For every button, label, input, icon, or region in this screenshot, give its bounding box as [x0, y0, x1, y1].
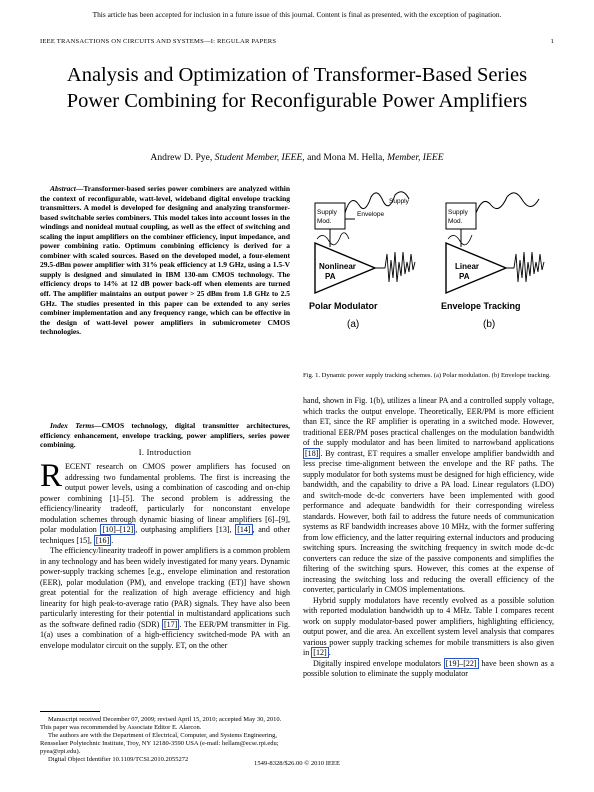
- running-head: IEEE TRANSACTIONS ON CIRCUITS AND SYSTEM…: [40, 38, 554, 45]
- acceptance-banner: This article has been accepted for inclu…: [92, 10, 502, 19]
- intro-paragraph-1: ECENT research on CMOS power amplifiers …: [40, 462, 290, 534]
- index-terms: Index Terms—CMOS technology, digital tra…: [40, 421, 290, 450]
- rf-output-waveform: [384, 251, 416, 283]
- author-1-role: Student Member, IEEE,: [214, 152, 305, 163]
- copyright-line: 1549-8328/$26.00 © 2010 IEEE: [254, 760, 340, 767]
- rf-output-waveform-right: [513, 251, 545, 283]
- abstract-label: Abstract: [50, 184, 76, 193]
- index-terms-text: —CMOS technology, digital transmitter ar…: [40, 421, 290, 450]
- linear-pa-label: Linear: [455, 262, 479, 271]
- page-number: 1: [550, 38, 554, 45]
- citation-link[interactable]: [17]: [161, 618, 180, 630]
- citation-link[interactable]: [14]: [235, 524, 253, 535]
- author-2: Mona M. Hella,: [323, 152, 385, 163]
- journal-name: IEEE TRANSACTIONS ON CIRCUITS AND SYSTEM…: [40, 38, 277, 45]
- supply-mod-label: Supply: [317, 209, 338, 216]
- right-paragraph-1b: . By contrast, ET requires a smaller env…: [303, 448, 554, 595]
- polar-modulator-panel: Supply Mod. Supply Envelope Nonlinear PA…: [309, 191, 416, 330]
- section-heading: I. Introduction: [138, 448, 192, 457]
- rf-input-waveform-right: [447, 234, 473, 246]
- right-column-text: hand, shown in Fig. 1(b), utilizes a lin…: [303, 396, 554, 680]
- right-paragraph-2b: .: [328, 648, 331, 657]
- abstract: Abstract—Transformer-based series power …: [40, 184, 290, 337]
- citation-link[interactable]: [18]: [303, 447, 321, 459]
- intro-paragraph-1c: , and other techniques [15],: [40, 525, 291, 545]
- footnote-rule: [40, 711, 100, 712]
- footnote-affiliation: The authors are with the Department of E…: [40, 732, 279, 756]
- citation-link[interactable]: [12]: [311, 647, 329, 658]
- author-and: and: [307, 152, 321, 163]
- index-terms-label: Index Terms: [50, 421, 95, 430]
- right-paragraph-3: Digitally inspired envelope modulators: [313, 658, 444, 668]
- figure-1-diagram: Supply Mod. Supply Envelope Nonlinear PA…: [309, 191, 545, 330]
- citation-link[interactable]: [16]: [93, 534, 112, 546]
- envelope-tracking-panel: Supply Mod. Linear PA Envelope Tracking …: [441, 192, 545, 330]
- footnote-received: Manuscript received December 07, 2009; r…: [40, 716, 282, 732]
- author-1: Andrew D. Pye,: [150, 152, 213, 163]
- linear-pa-triangle: [445, 241, 508, 295]
- envelope-text: Envelope: [357, 211, 384, 218]
- supply-mod-box: [314, 202, 346, 230]
- right-paragraph-2: Hybrid supply modulators have recently e…: [303, 595, 554, 658]
- panel-tag-a: (a): [347, 319, 359, 330]
- author-2-role: Member, IEEE: [387, 152, 444, 163]
- polar-modulator-label: Polar Modulator: [309, 301, 378, 311]
- intro-paragraph-2: The efficiency/linearity tradeoff in pow…: [40, 546, 290, 629]
- footnote-doi: Digital Object Identifier 10.1109/TCSI.2…: [48, 756, 189, 764]
- supply-text: Supply: [389, 198, 410, 205]
- supply-waveform-right: [475, 192, 540, 214]
- figure-caption: Fig. 1. Dynamic power supply tracking sc…: [303, 372, 551, 379]
- intro-paragraph-2b: . The EER/PM transmitter in Fig. 1(a) us…: [40, 619, 290, 650]
- citation-link[interactable]: [10]–[12]: [100, 524, 136, 535]
- right-paragraph-3b: have been shown as a possible solution t…: [303, 658, 554, 679]
- nonlinear-pa-label-2: PA: [325, 272, 336, 281]
- paper-title: Analysis and Optimization of Transformer…: [66, 64, 528, 112]
- supply-mod-label-2: Mod.: [317, 218, 332, 225]
- footnote: Manuscript received December 07, 2009; r…: [40, 716, 290, 765]
- intro-paragraph-1d: .: [111, 535, 114, 545]
- intro-paragraph-1b: , outphasing amplifiers [13],: [135, 525, 236, 534]
- nonlinear-pa-label: Nonlinear: [319, 262, 356, 271]
- nonlinear-pa-triangle: [314, 241, 377, 295]
- panel-tag-b: (b): [483, 319, 495, 330]
- supply-waveform: [344, 191, 410, 214]
- supply-mod-box-right: [445, 202, 477, 230]
- supply-mod-label-right: Supply: [448, 209, 469, 216]
- rf-input-waveform: [316, 232, 350, 246]
- drop-cap: R: [40, 458, 63, 494]
- right-paragraph-1: hand, shown in Fig. 1(b), utilizes a lin…: [303, 396, 554, 447]
- citation-link[interactable]: [19]–[22]: [443, 657, 479, 669]
- abstract-text: —Transformer-based series power combiner…: [40, 184, 290, 337]
- envelope-tracking-label: Envelope Tracking: [441, 301, 521, 311]
- author-line: Andrew D. Pye, Student Member, IEEE, and…: [40, 152, 554, 163]
- linear-pa-label-2: PA: [459, 272, 470, 281]
- supply-mod-label-right-2: Mod.: [448, 218, 463, 225]
- figure-1: Supply Mod. Supply Envelope Nonlinear PA…: [303, 183, 554, 368]
